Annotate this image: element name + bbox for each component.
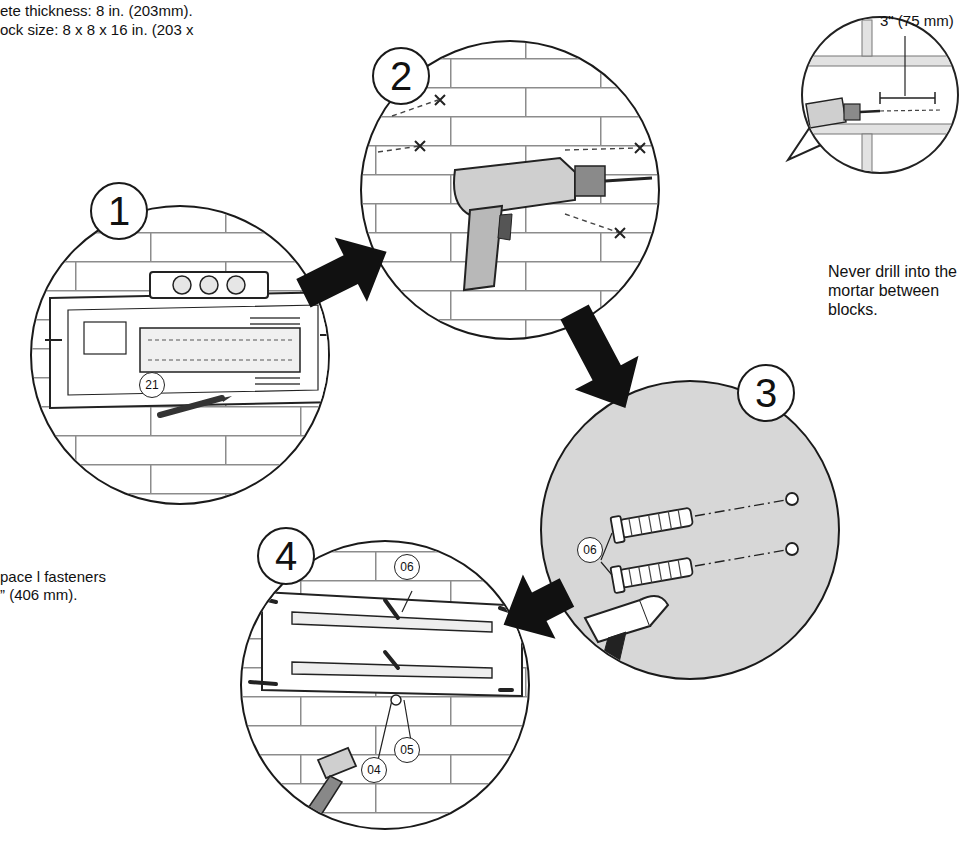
- block-wall: [360, 40, 660, 340]
- step-number: 4: [275, 536, 297, 576]
- callout-number: 05: [400, 744, 413, 756]
- step-number: 3: [755, 373, 777, 413]
- note-label: pace l fasteners ” (406 mm).: [0, 568, 110, 604]
- callout-circle: 05: [394, 737, 420, 763]
- leader-line: [904, 36, 905, 96]
- zoom-art: [800, 20, 960, 174]
- note-label: 3" (75 mm): [880, 12, 976, 30]
- zoom-tail: [788, 112, 832, 160]
- step-number: 2: [390, 56, 412, 96]
- callout-number: 21: [145, 379, 158, 391]
- note-label: ete thickness: 8 in. (203mm).: [0, 2, 420, 20]
- block-wall: [30, 205, 330, 505]
- step-badge: 1: [90, 182, 148, 240]
- mortar-joint: [800, 56, 960, 66]
- step-badge: 2: [372, 47, 430, 105]
- step-circle: 306: [540, 380, 840, 680]
- step-badge: 4: [257, 527, 315, 585]
- drill-depth: [880, 110, 940, 111]
- mortar-joint: [862, 134, 872, 174]
- step-circle: 2: [360, 40, 660, 340]
- step-number: 1: [108, 191, 130, 231]
- step1-art: [30, 205, 338, 505]
- mortar-joint: [862, 20, 872, 56]
- callout-number: 04: [367, 764, 380, 776]
- drill-body: [806, 98, 846, 128]
- step-circle: 121: [30, 205, 330, 505]
- note-label: ock size: 8 x 8 x 16 in. (203 x: [0, 21, 420, 39]
- callout-circle: 06: [394, 554, 420, 580]
- callout-number: 06: [400, 561, 413, 573]
- callout-number: 06: [583, 544, 596, 556]
- mortar-joint: [800, 124, 960, 134]
- note-label: Never drill into the mortar between bloc…: [828, 262, 966, 320]
- step-circle: 4060405: [240, 540, 530, 830]
- callout-circle: 21: [139, 372, 165, 398]
- callout-circle: 06: [577, 537, 603, 563]
- step2-art: [360, 40, 660, 340]
- callout-circle: 04: [361, 757, 387, 783]
- zoom-bubble: [802, 17, 958, 173]
- dimension-line: [880, 92, 935, 104]
- step-badge: 3: [737, 364, 795, 422]
- drill-bit: [860, 111, 880, 112]
- drill-chuck: [844, 104, 860, 120]
